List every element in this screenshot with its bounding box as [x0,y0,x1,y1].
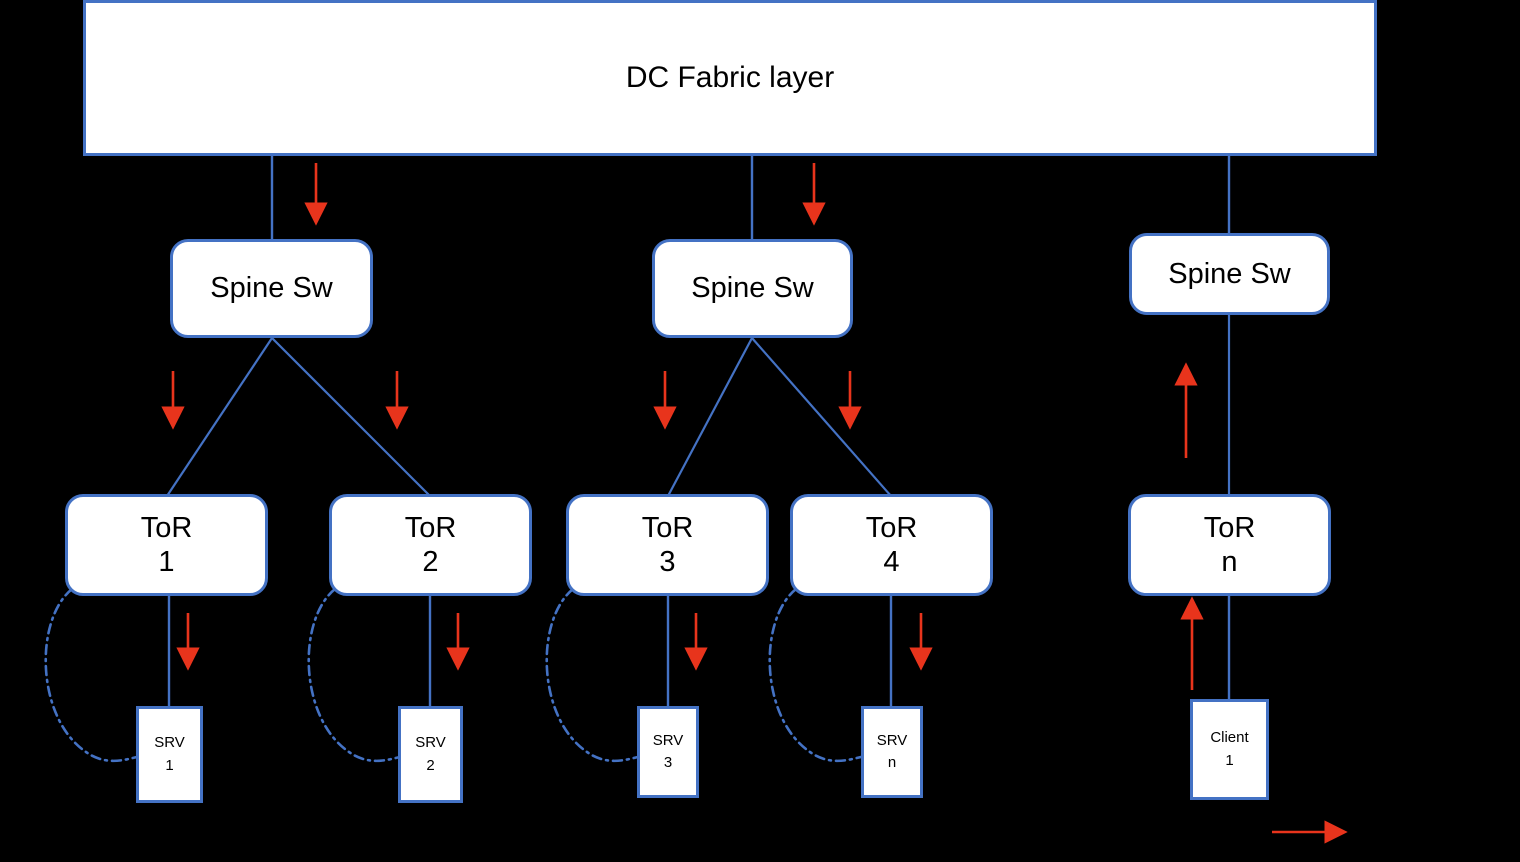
tor-3-box[interactable]: ToR 3 [566,494,769,596]
link-spine2-tor3 [667,337,753,497]
srv-n-label: SRV [876,731,908,749]
srv-2-box[interactable]: SRV 2 [398,706,463,803]
client-1-index: 1 [1225,751,1234,769]
tor-n-label: ToR [1203,511,1256,544]
loopback-tor1-srv1 [44,587,139,763]
spine-sw-n-box[interactable]: Spine Sw [1129,233,1330,315]
loopback-tor3-srv3 [545,587,640,763]
tor-3-index: 3 [659,546,676,578]
tor-1-box[interactable]: ToR 1 [65,494,268,596]
tor-1-label: ToR [140,511,193,544]
spine-sw-1-box[interactable]: Spine Sw [170,239,373,338]
loopback-tor2-srv2 [307,587,402,763]
spine-sw-n-label: Spine Sw [1168,257,1291,290]
srv-1-label: SRV [154,734,185,751]
srv-2-label: SRV [415,734,446,751]
tor-n-index: n [1221,546,1238,578]
tor-2-index: 2 [422,546,439,578]
srv-1-box[interactable]: SRV 1 [136,706,203,803]
client-1-box[interactable]: Client 1 [1190,699,1269,800]
spine-sw-1-label: Spine Sw [210,272,333,305]
srv-n-index: n [887,754,897,771]
link-spine2-tor4 [751,337,892,497]
srv-n-box[interactable]: SRV n [861,706,923,798]
srv-3-box[interactable]: SRV 3 [637,706,699,798]
srv-2-index: 2 [426,756,435,774]
tor-4-box[interactable]: ToR 4 [790,494,993,596]
srv-3-index: 3 [663,754,673,771]
dc-fabric-layer-box[interactable]: DC Fabric layer [83,0,1377,156]
srv-1-index: 1 [165,756,174,774]
tor-4-label: ToR [865,511,918,544]
loopback-tor4-srvn [768,587,863,763]
dc-fabric-layer-label: DC Fabric layer [625,61,835,95]
spine-sw-2-label: Spine Sw [691,272,814,305]
spine-sw-2-box[interactable]: Spine Sw [652,239,853,338]
tor-4-index: 4 [883,546,900,578]
link-spine1-tor1 [166,337,273,497]
tor-1-index: 1 [158,546,175,578]
tor-2-box[interactable]: ToR 2 [329,494,532,596]
tor-3-label: ToR [641,511,694,544]
srv-3-label: SRV [652,731,684,749]
client-1-label: Client [1210,729,1249,746]
tor-n-box[interactable]: ToR n [1128,494,1331,596]
link-spine1-tor2 [271,337,431,497]
tor-2-label: ToR [404,511,457,544]
